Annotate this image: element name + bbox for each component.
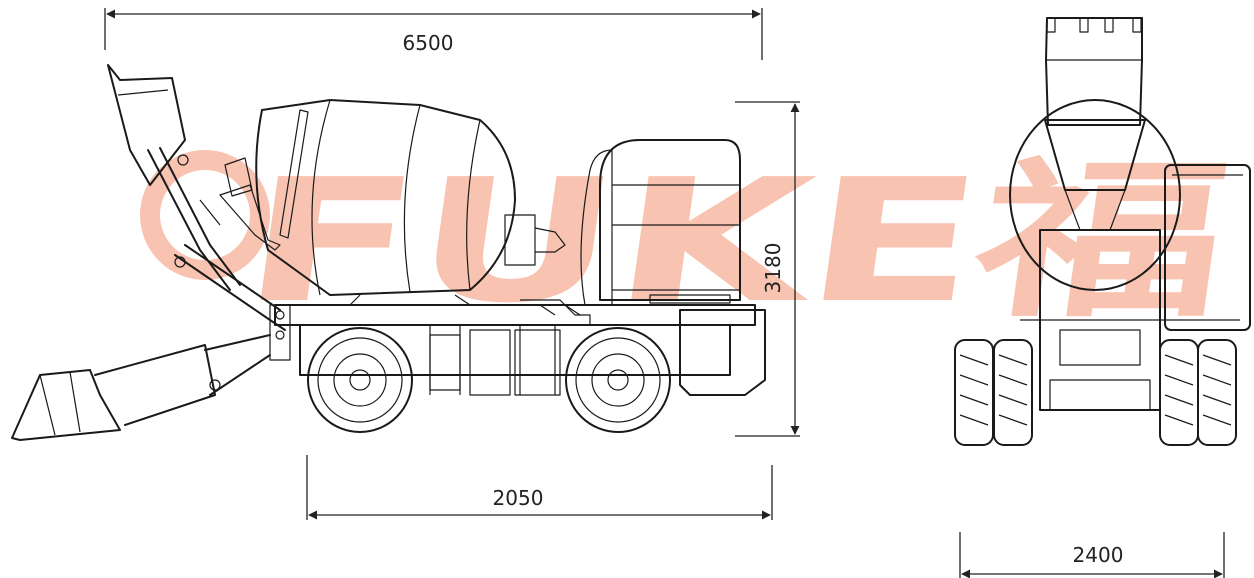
lower-loader-bucket [11, 244, 291, 441]
chassis-frame [274, 299, 756, 396]
feed-hopper [219, 157, 281, 251]
front-tires [954, 339, 1237, 446]
front-view [954, 17, 1251, 446]
dimension-wheelbase: 2050 [306, 455, 773, 520]
dimension-height: 3180 [735, 101, 800, 437]
upper-loader-arm [107, 64, 241, 291]
overall-length-label: 6500 [403, 31, 454, 55]
watermark: FUKE福 [140, 143, 1240, 341]
front-wheel [307, 327, 413, 433]
side-view [11, 64, 766, 441]
mixer-drum [255, 99, 566, 306]
wheelbase-label: 2050 [493, 486, 544, 510]
dimension-overall-length: 6500 [104, 8, 763, 60]
rear-wheel [565, 327, 671, 433]
cab [580, 139, 741, 306]
height-label: 3180 [761, 243, 785, 294]
watermark-text: FUKE福 [232, 143, 1240, 341]
rear-counterweight [679, 309, 766, 396]
dimension-width: 2400 [959, 532, 1225, 578]
width-label: 2400 [1073, 543, 1124, 567]
